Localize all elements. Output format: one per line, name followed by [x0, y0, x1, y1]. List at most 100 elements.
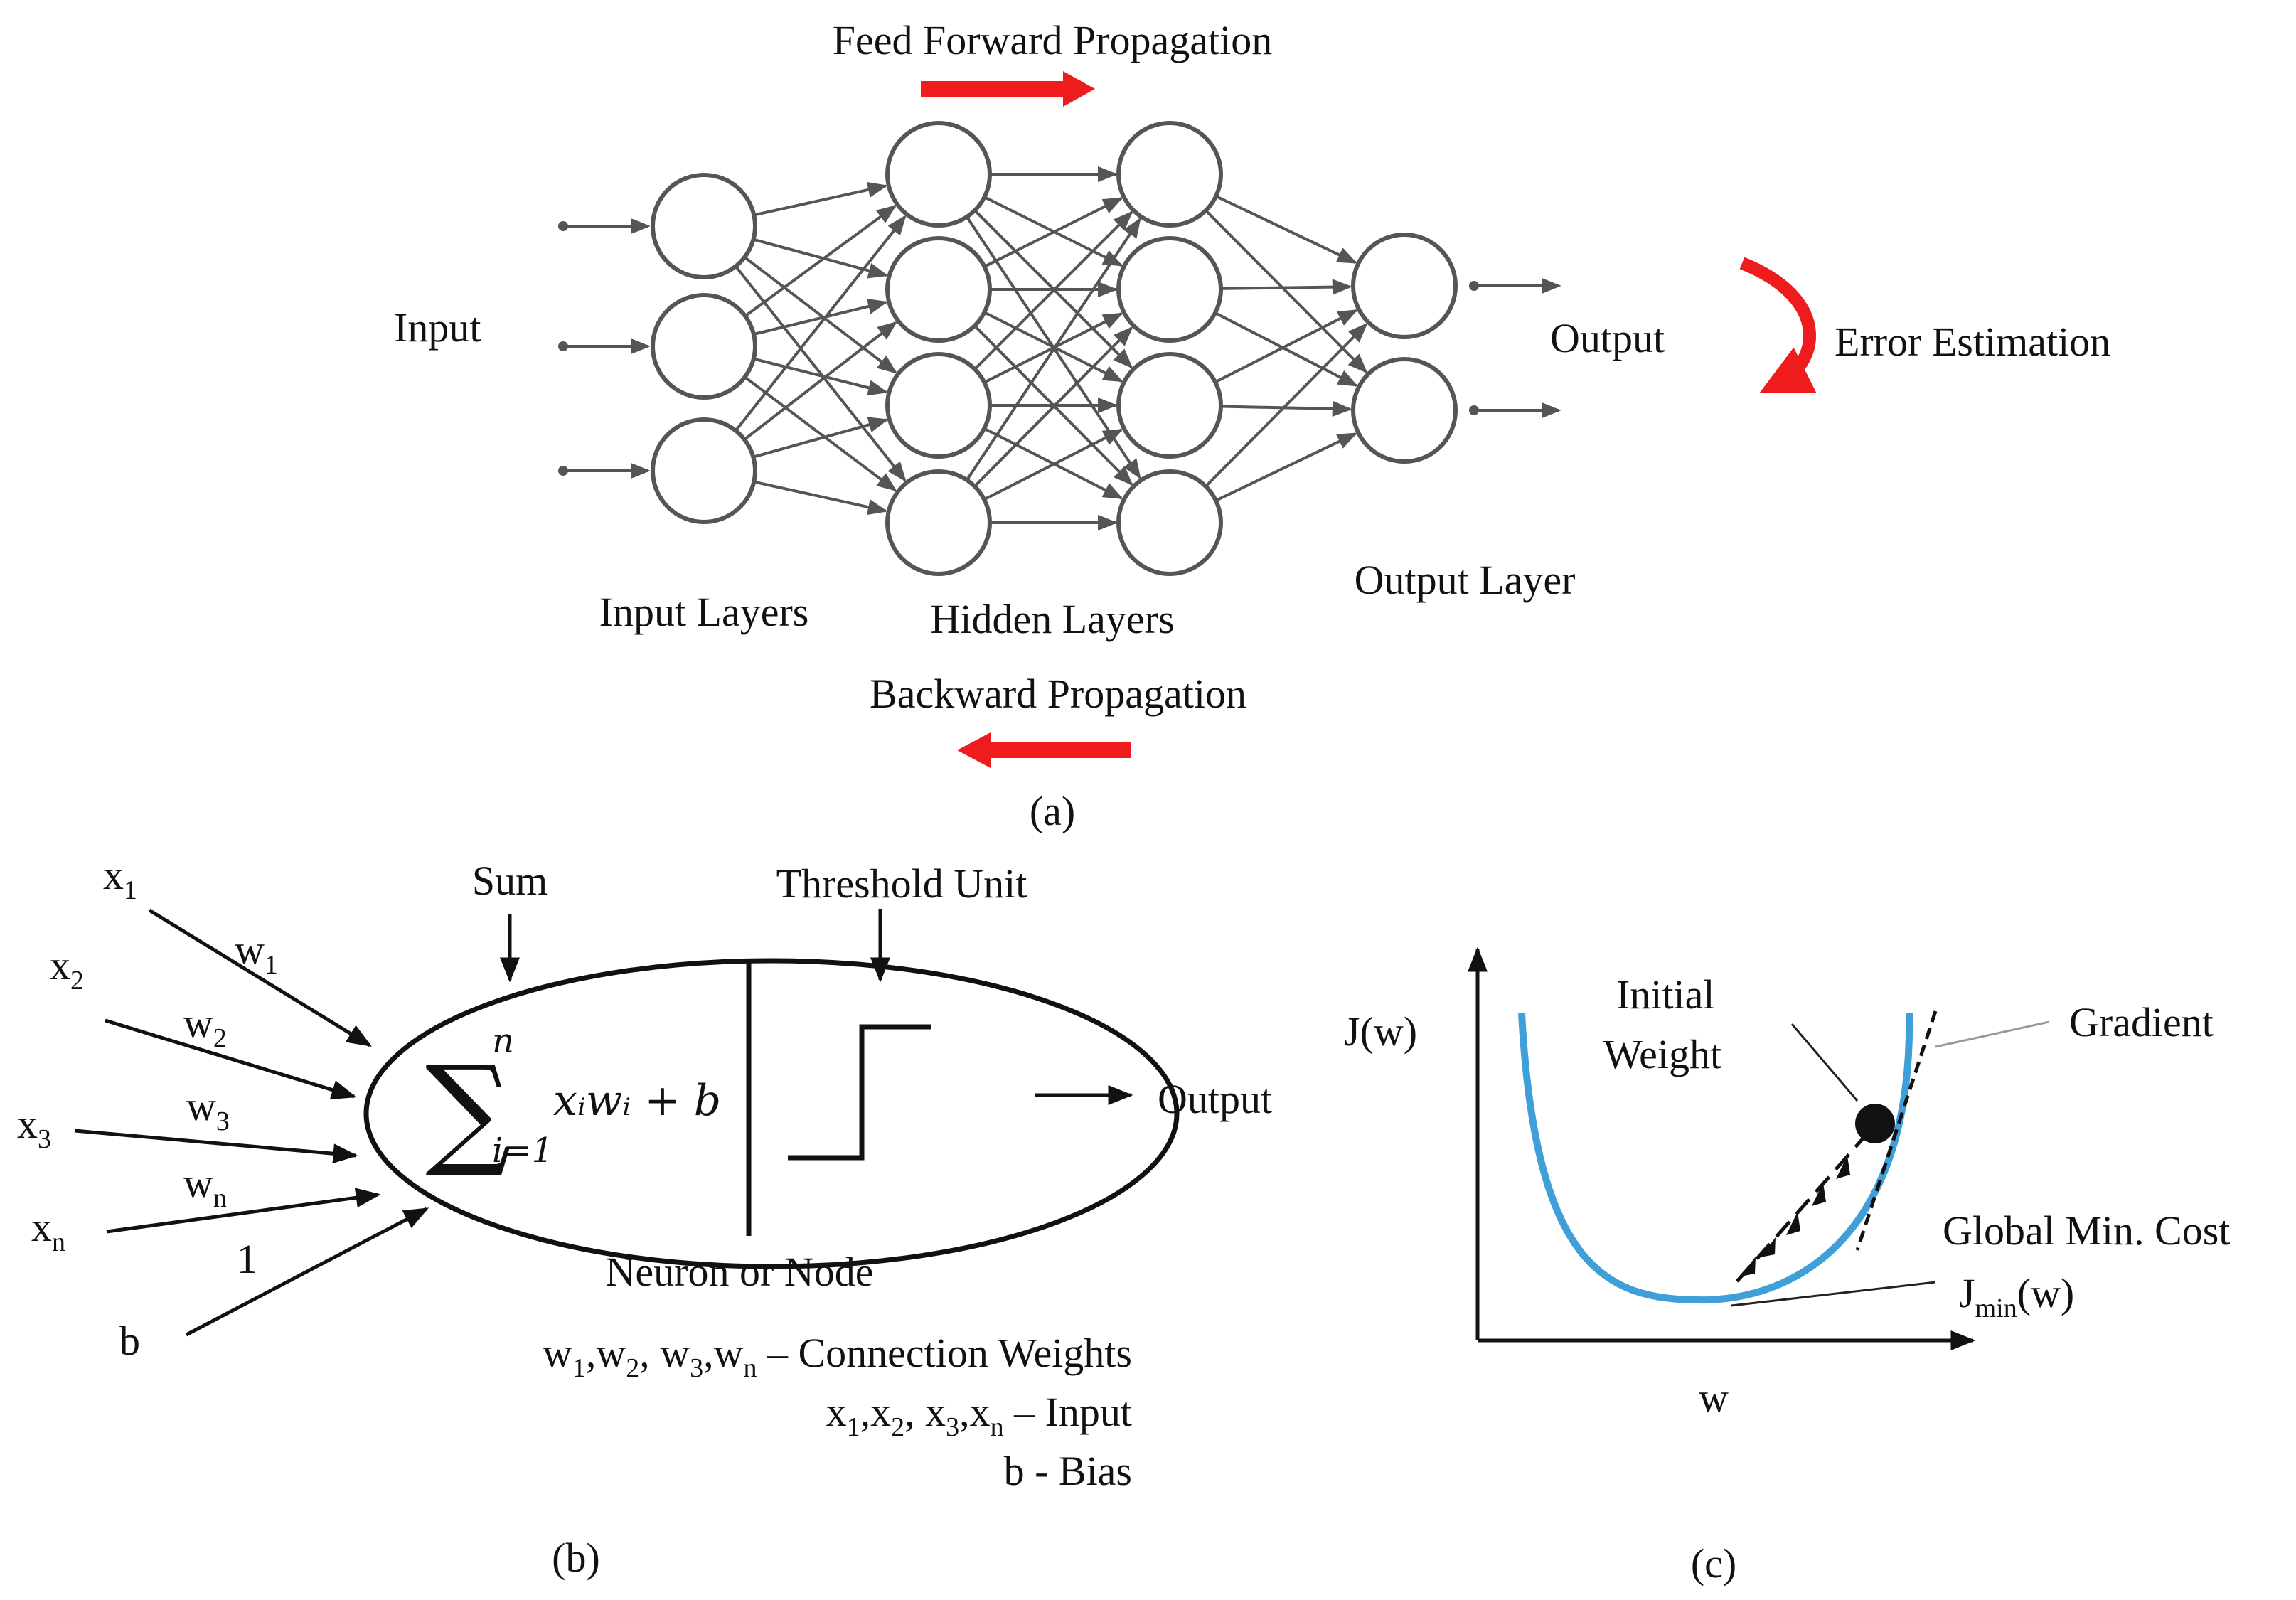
- neuron-output-label: Output: [1158, 1076, 1272, 1122]
- weight-one: 1: [237, 1236, 257, 1282]
- connection-l2-0-0: [1215, 195, 1357, 265]
- backward-label: Backward Propagation: [870, 671, 1246, 717]
- descent-arrowheads: [1741, 1156, 1850, 1276]
- connection-l1-3-2: [983, 428, 1123, 501]
- x-axis-label: w: [1699, 1375, 1729, 1421]
- connection-l0-0-0: [753, 181, 888, 217]
- connection-l0-1-3: [744, 375, 897, 491]
- connection-l0-1-1: [753, 298, 888, 336]
- initial-weight-leader: [1790, 1023, 1859, 1102]
- jmin-leader: [1731, 1281, 1936, 1307]
- hidden2-node-1: [1116, 121, 1223, 228]
- panel-c: J(w) w Initial Weight Gradient Global Mi…: [1344, 946, 2230, 1586]
- connection-l1-2-0: [973, 210, 1133, 370]
- weight-labels: w1 w2 w3 wn 1: [183, 927, 278, 1282]
- feed-forward-arrow: [921, 71, 1095, 107]
- hidden1-node-4: [885, 469, 992, 576]
- descent-path: [1734, 1131, 1870, 1285]
- initial-weight-label-1: Initial: [1616, 971, 1715, 1018]
- feed-forward-label: Feed Forward Propagation: [833, 17, 1273, 63]
- weight-wn: wn: [183, 1160, 227, 1213]
- connection-l0-1-0: [744, 205, 897, 318]
- hidden1-node-3: [885, 352, 992, 459]
- legend-weights: w1,w2, w3,wn – Connection Weights: [543, 1330, 1132, 1383]
- connection-l0-2-0: [735, 215, 907, 432]
- global-min-label: Global Min. Cost: [1943, 1207, 2230, 1254]
- initial-weight-ball: [1855, 1104, 1895, 1143]
- step-function-icon: [788, 1024, 931, 1161]
- network-connections: [735, 166, 1368, 531]
- input-node-3: [651, 417, 757, 524]
- connection-l2-0-1: [1205, 209, 1368, 374]
- sum-label: Sum: [472, 858, 548, 904]
- legend-bias: b - Bias: [1004, 1448, 1132, 1494]
- connection-l2-1-0: [1220, 279, 1352, 295]
- input-x1: x1: [103, 852, 137, 905]
- formula-upper: n: [492, 1021, 514, 1061]
- hidden2-node-2: [1116, 236, 1223, 343]
- error-estimation-arrow: [1739, 257, 1817, 393]
- connection-l2-1-1: [1214, 311, 1358, 387]
- input-node-2: [651, 293, 757, 400]
- backward-arrow: [957, 732, 1131, 768]
- connection-l2-2-1: [1220, 400, 1352, 417]
- panel-a: Feed Forward Propagation Input Output Er…: [394, 17, 2110, 834]
- connection-l1-3-0: [966, 217, 1141, 481]
- hidden2-node-4: [1116, 469, 1223, 576]
- connection-l1-3-1: [973, 326, 1133, 488]
- connection-l0-0-2: [743, 256, 897, 374]
- caption-a: (a): [1030, 788, 1075, 834]
- weight-w2: w2: [183, 1000, 227, 1053]
- gradient-label: Gradient: [2069, 999, 2214, 1045]
- input-xn: xn: [31, 1204, 65, 1257]
- hidden1-node-1: [885, 121, 992, 228]
- initial-weight-label-2: Weight: [1603, 1031, 1721, 1077]
- input-x2: x2: [50, 942, 84, 996]
- network-nodes: [651, 121, 1458, 576]
- input-node-1: [651, 173, 757, 279]
- panel-b: x1 x2 x3 xn b w1 w2 w3 wn 1 Sum Threshol…: [17, 852, 1272, 1581]
- formula-body: xᵢwᵢ + b: [553, 1076, 721, 1126]
- input-b: b: [119, 1318, 140, 1364]
- neuron-ellipse: [363, 958, 1180, 1269]
- connection-l1-1-0: [983, 197, 1123, 268]
- sum-formula: ∑ n i=1 xᵢwᵢ + b: [425, 1021, 721, 1181]
- input-labels: x1 x2 x3 xn b: [17, 852, 140, 1364]
- connection-l2-2-0: [1214, 309, 1358, 384]
- connection-l0-2-1: [743, 321, 898, 441]
- connection-l0-0-3: [735, 265, 907, 482]
- neuron-label: Neuron or Node: [606, 1249, 874, 1295]
- gradient-tangent: [1855, 1010, 1938, 1251]
- weight-w1: w1: [235, 927, 278, 980]
- input-x3: x3: [17, 1101, 51, 1154]
- caption-b: (b): [552, 1535, 600, 1581]
- connection-l0-2-2: [752, 417, 889, 459]
- jmin-label: Jmin(w): [1959, 1270, 2074, 1323]
- connection-l0-0-1: [752, 238, 889, 279]
- error-estimation-label: Error Estimation: [1835, 319, 2110, 365]
- hidden2-node-3: [1116, 352, 1223, 459]
- weight-w3: w3: [186, 1083, 230, 1136]
- output-node-1: [1351, 233, 1458, 339]
- output-layer-label: Output Layer: [1355, 557, 1576, 603]
- output-arrows: [1469, 277, 1561, 419]
- hidden1-node-2: [885, 236, 992, 343]
- hidden-layers-label: Hidden Layers: [930, 596, 1174, 642]
- y-axis-label: J(w): [1344, 1008, 1417, 1055]
- input-label: Input: [394, 304, 481, 351]
- formula-lower: i=1: [492, 1131, 553, 1170]
- input-arrows: [558, 218, 651, 479]
- connection-l0-1-2: [753, 357, 889, 396]
- sigma-symbol: ∑: [425, 1040, 511, 1181]
- connection-l2-3-0: [1205, 323, 1368, 488]
- output-label: Output: [1550, 315, 1665, 361]
- connection-l2-3-1: [1215, 432, 1358, 502]
- input-lines: [74, 908, 429, 1337]
- gradient-leader: [1935, 1020, 2050, 1048]
- output-node-2: [1351, 357, 1458, 464]
- caption-c: (c): [1691, 1540, 1736, 1586]
- threshold-label: Threshold Unit: [776, 860, 1027, 907]
- input-layers-label: Input Layers: [599, 589, 809, 635]
- legend-input: x1,x2, x3,xn – Input: [826, 1389, 1132, 1442]
